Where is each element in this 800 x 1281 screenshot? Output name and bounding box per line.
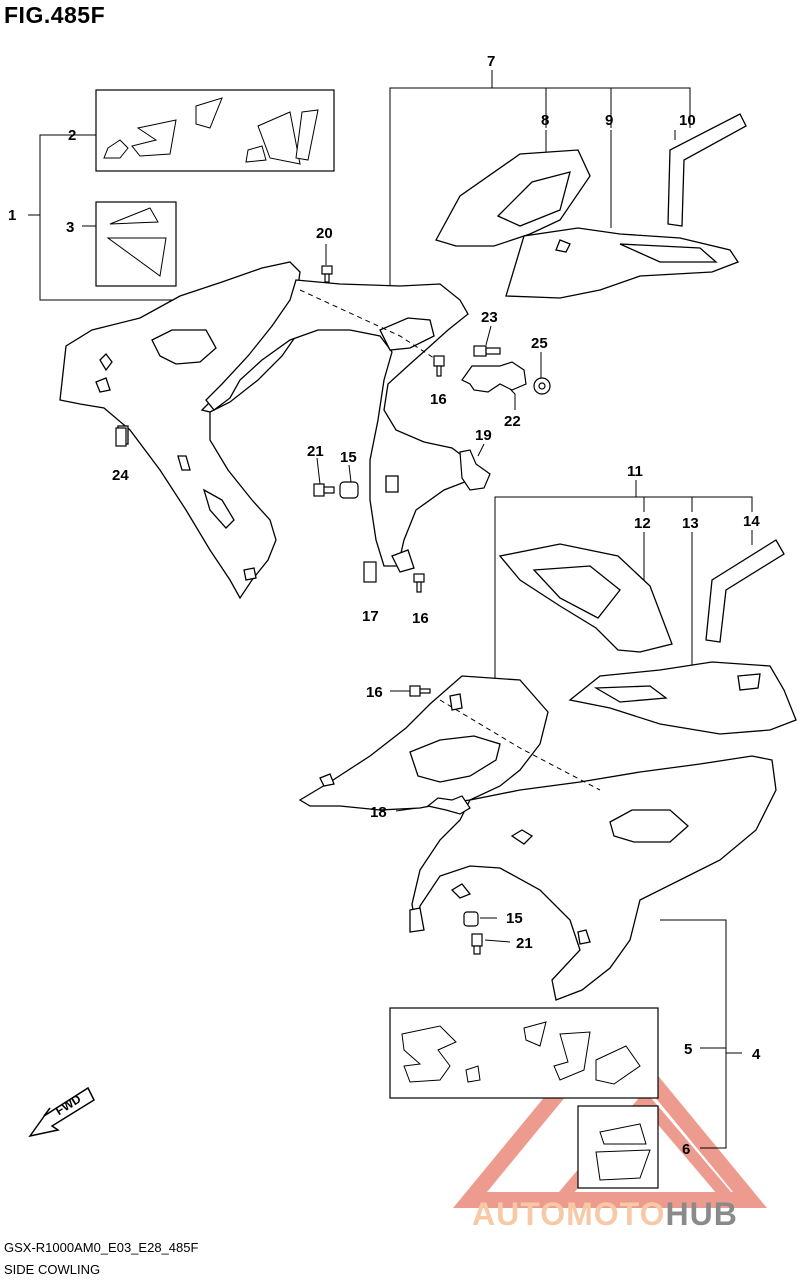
callout-15-upper: 15 [340,449,357,466]
callout-1: 1 [8,207,16,224]
callout-13: 13 [682,515,699,532]
grommet-15-icon [463,911,479,927]
section-name: SIDE COWLING [4,1262,101,1277]
callout-16-c: 16 [366,684,383,701]
watermark-text: AUTOMOTOHUB [472,1196,738,1233]
decal-box-5 [389,1007,659,1099]
callout-19: 19 [475,427,492,444]
callout-11: 11 [627,463,643,480]
callout-16-b: 16 [412,610,429,627]
callout-17: 17 [362,608,379,625]
leader-lines [28,70,753,1149]
model-code: GSX-R1000AM0_E03_E28_485F [4,1240,199,1255]
right-side-cowling [409,755,777,1001]
watermark-text-part1: AUTOMOTO [472,1196,666,1232]
callout-15-lower: 15 [506,910,523,927]
hidden-line-upper [299,289,441,363]
callout-8: 8 [541,112,549,129]
watermark-text-part2: HUB [665,1196,738,1232]
figure-title: FIG.485F [4,2,106,28]
bolt-23-icon [473,345,501,357]
callout-4: 4 [752,1046,761,1063]
hardware [115,265,551,955]
callout-22: 22 [504,413,521,430]
callout-25: 25 [531,335,548,352]
decal-box-6 [577,1105,659,1189]
screw-16-icon [409,685,431,697]
clip-17-icon [363,561,377,583]
screw-16-icon [413,573,425,593]
callout-10: 10 [679,112,696,129]
bolt-21-icon [313,483,335,497]
grommet-15-icon [339,481,359,499]
callout-24: 24 [112,467,129,484]
callout-18: 18 [370,804,387,821]
hidden-line-lower [439,699,601,791]
bolt-21-icon [471,933,483,955]
decal-part-8 [435,149,591,247]
callout-16-a: 16 [430,391,447,408]
callout-14: 14 [743,513,760,530]
clip-24-icon [115,427,127,447]
decal-part-9 [505,227,739,299]
bracket-19-icon [459,449,491,491]
callout-21-lower: 21 [516,935,533,952]
callout-numbers: 1 2 3 4 5 6 7 8 9 10 11 12 13 14 15 15 1… [8,53,761,1158]
decal-box-3 [95,201,177,287]
callout-12: 12 [634,515,651,532]
decal-part-10 [667,113,747,227]
left-side-cowling [59,261,301,600]
callout-9: 9 [605,112,613,129]
decal-part-13 [568,661,797,735]
decal-set-11 [498,539,797,735]
callout-2: 2 [68,127,76,144]
left-inner-panel [205,279,471,573]
callout-3: 3 [66,219,74,236]
callout-20: 20 [316,225,333,242]
fwd-arrow-icon: FWD [28,1086,95,1138]
decal-box-2 [95,89,335,172]
screw-16-icon [433,355,445,377]
callout-7: 7 [487,53,495,70]
bracket-22-icon [461,361,527,393]
callout-21-upper: 21 [307,443,324,460]
bolt-20-icon [321,265,333,283]
callout-6: 6 [682,1141,690,1158]
bracket-18-icon [426,795,471,815]
right-inner-panel [298,675,549,811]
grommet-25-icon [533,377,551,395]
callout-23: 23 [481,309,498,326]
decal-part-14 [705,539,785,643]
decal-set-7 [435,113,747,299]
callout-5: 5 [684,1041,692,1058]
